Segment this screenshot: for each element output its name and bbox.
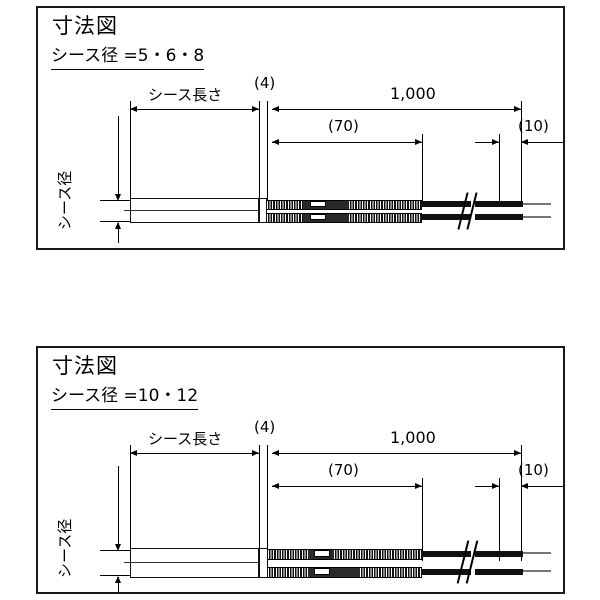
- tip-section-label-2: (10): [518, 461, 549, 479]
- ext-line-tube-start-2: [130, 445, 132, 561]
- lead-wire-lower: [422, 214, 471, 220]
- tip-section-arrow-left-2: [521, 482, 528, 489]
- tip-section-arrow-right: [492, 138, 499, 145]
- lead-tip-upper-2: [523, 552, 551, 555]
- cable-braid-lower-b-2: [360, 567, 422, 578]
- cable-mid-upper: [329, 200, 349, 210]
- ext-line-tube-end-2: [259, 445, 261, 561]
- sheath-length-arrow-right: [252, 105, 259, 112]
- panel-subtitle-2: シース径 =10・12: [51, 388, 199, 410]
- cable-braid-lower-b: [349, 213, 422, 223]
- lead-tip-lower-2: [523, 570, 551, 573]
- cable-braid-lower-a: [267, 213, 303, 223]
- diameter-dim-line: [118, 116, 120, 198]
- cable-sleeve-lower-2: [314, 568, 330, 575]
- braid-section-label-2: (70): [328, 461, 359, 479]
- lead-wire-upper-2b: [475, 550, 523, 557]
- cable-sleeve-lower: [310, 213, 326, 220]
- lead-total-label: 1,000: [390, 84, 436, 103]
- ext-line-transition: [267, 101, 269, 206]
- lead-total-label-2: 1,000: [390, 428, 436, 447]
- tip-arrow-inleft-line-2: [475, 486, 499, 488]
- diameter-dim-line-lower-2: [118, 577, 120, 593]
- sheath-length-arrow-left: [130, 105, 137, 112]
- transition-label-2: (4): [254, 418, 276, 436]
- cable-braid-upper-b: [349, 200, 422, 210]
- diameter-dim-line-2: [118, 466, 120, 548]
- sheath-length-arrow-left-2: [130, 449, 137, 456]
- ext-line-tip-start: [499, 134, 501, 206]
- cable-braid-lower-a-2: [268, 567, 308, 578]
- cable-sleeve-upper-2: [314, 550, 330, 557]
- cable-braid-upper-a: [267, 200, 303, 210]
- braid-section-label: (70): [328, 117, 359, 135]
- centerline-2: [124, 562, 264, 563]
- lead-total-dim-line-2: [272, 453, 521, 455]
- sheath-tube-body-2: [130, 548, 259, 578]
- braid-section-arrow-right-2: [415, 482, 422, 489]
- centerline: [124, 210, 264, 211]
- sheath-length-label: シース長さ: [148, 86, 223, 104]
- lead-wire-lower-2: [475, 214, 523, 220]
- cable-braid-upper-b-2: [334, 549, 422, 560]
- tip-dim-line-right-2: [521, 486, 563, 488]
- ext-line-lead-end: [521, 101, 523, 206]
- sheath-end-cap: [259, 198, 267, 223]
- lead-total-arrow-right: [514, 105, 521, 112]
- braid-section-arrow-right: [415, 138, 422, 145]
- tip-section-label: (10): [518, 117, 549, 135]
- lead-wire-upper-2a: [422, 550, 471, 557]
- sheath-length-dim-line-2: [130, 453, 259, 455]
- diameter-arrow-up-2: [114, 576, 121, 583]
- diameter-arrow-up: [114, 222, 121, 229]
- transition-label: (4): [254, 74, 276, 92]
- tip-arrow-inleft-line: [475, 142, 499, 144]
- dimension-panel-1: 寸法図 シース径 =5・6・8 シース径 シース長さ (4) 1,000 (70…: [36, 6, 565, 250]
- cable-mid-lower: [329, 213, 349, 223]
- lead-tip-upper: [523, 202, 551, 205]
- panel-subtitle: シース径 =5・6・8: [51, 48, 205, 70]
- lead-wire-lower-2b: [475, 568, 523, 575]
- dimension-panel-2: 寸法図 シース径 =10・12 シース径 シース長さ (4) 1,000 (70…: [36, 346, 565, 594]
- ext-line-tube-start: [130, 101, 132, 206]
- ext-line-tip-start-2: [499, 478, 501, 561]
- lead-tip-lower: [523, 215, 551, 218]
- braid-section-dim-line-2: [272, 486, 422, 488]
- panel-title: 寸法図: [52, 14, 118, 38]
- ext-line-tube-end: [259, 101, 261, 206]
- break-symbol-line-2: [466, 192, 478, 230]
- lead-total-arrow-right-2: [514, 449, 521, 456]
- tip-dim-line-right: [521, 142, 563, 144]
- sheath-end-cap-2: [259, 548, 268, 578]
- lead-total-arrow-left-2: [272, 449, 279, 456]
- diameter-arrow-down: [114, 194, 121, 201]
- ext-line-braid-end-2: [422, 478, 424, 561]
- cable-sleeve-upper: [310, 200, 326, 207]
- ext-line-lead-end-2: [521, 445, 523, 561]
- tip-section-arrow-left: [521, 138, 528, 145]
- diameter-dim-line-lower: [118, 223, 120, 243]
- braid-section-arrow-left: [272, 138, 279, 145]
- ext-line-transition-2: [267, 445, 269, 561]
- lead-total-arrow-left: [272, 105, 279, 112]
- diameter-arrow-down-2: [114, 544, 121, 551]
- braid-section-dim-line: [272, 142, 422, 144]
- tip-section-arrow-right-2: [492, 482, 499, 489]
- lead-wire-upper-2: [475, 201, 523, 207]
- lead-wire-upper: [422, 201, 471, 207]
- lead-total-dim-line: [272, 109, 521, 111]
- sheath-length-dim-line: [130, 109, 259, 111]
- panel-title-2: 寸法図: [52, 354, 118, 378]
- cable-braid-upper-a-2: [268, 549, 308, 560]
- lead-wire-lower-2a: [422, 568, 471, 575]
- cable-mid-lower-2: [334, 567, 360, 578]
- sheath-length-label-2: シース長さ: [148, 430, 223, 448]
- sheath-length-arrow-right-2: [252, 449, 259, 456]
- vertical-diameter-label: シース径: [56, 170, 74, 230]
- braid-section-arrow-left-2: [272, 482, 279, 489]
- vertical-diameter-label-2: シース径: [56, 518, 74, 578]
- ext-line-braid-end: [422, 134, 424, 206]
